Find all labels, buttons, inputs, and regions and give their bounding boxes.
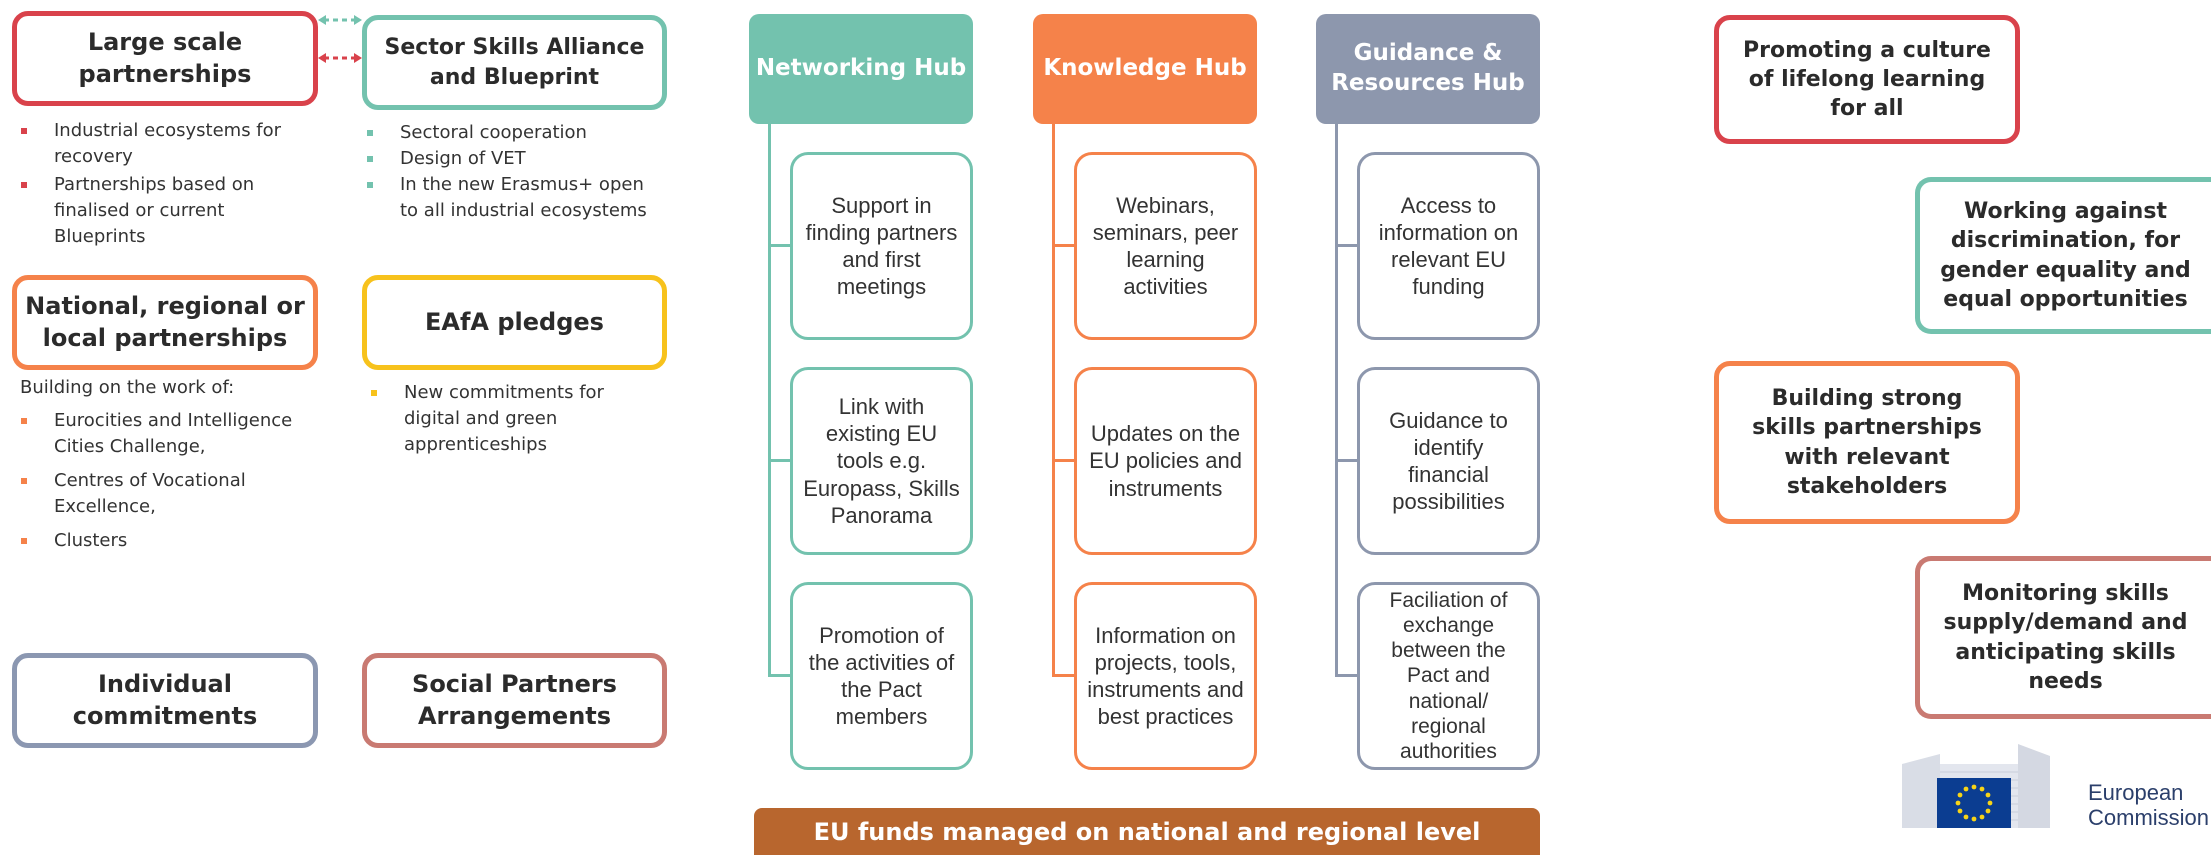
red-dashed-arrow: [318, 53, 362, 63]
large-scale-partnerships-box: Large scale partnerships: [12, 11, 318, 106]
large-scale-partnerships-label: Large scale partnerships: [78, 27, 252, 88]
guidance-hub-item-text: Access to information on relevant EU fun…: [1378, 192, 1519, 300]
knowledge-hub-connector: [1052, 124, 1055, 677]
bullet-item: In the new Erasmus+ open to all industri…: [362, 172, 682, 224]
sector-skills-alliance-label: Sector Skills Alliance and Blueprint: [384, 35, 645, 90]
sector-skills-bullets: Sectoral cooperation Design of VET In th…: [362, 120, 682, 226]
guidance-hub-item: Faciliation of exchange between the Pact…: [1357, 582, 1540, 770]
logo-line-1: European: [2088, 780, 2184, 805]
sector-skills-alliance-box: Sector Skills Alliance and Blueprint: [362, 15, 667, 110]
principle-skills-partnerships: Building strong skills partnerships with…: [1714, 361, 2020, 524]
guidance-hub-item: Guidance to identify financial possibili…: [1357, 367, 1540, 555]
networking-hub-header: Networking Hub: [749, 14, 973, 124]
guidance-hub-item-text: Faciliation of exchange between the Pact…: [1389, 588, 1508, 763]
knowledge-hub-item-text: Updates on the EU policies and instrumen…: [1089, 421, 1242, 501]
link-arrows: [318, 15, 362, 63]
european-commission-logo: European Commission: [1900, 742, 2211, 834]
principle-lifelong-learning: Promoting a culture of lifelong learning…: [1714, 15, 2020, 144]
networking-hub-title: Networking Hub: [755, 55, 967, 82]
knowledge-hub-item-text: Information on projects, tools, instrume…: [1087, 622, 1244, 730]
networking-hub-item: Support in finding partners and first me…: [790, 152, 973, 340]
eu-stars: [1955, 784, 1993, 822]
guidance-hub-title: Guidance & Resources Hub: [1331, 40, 1525, 96]
networking-hub-branch: [768, 674, 792, 677]
knowledge-hub-header: Knowledge Hub: [1033, 14, 1257, 124]
building-on-text: Building on the work of:: [20, 377, 235, 398]
guidance-hub-branch: [1335, 244, 1359, 247]
commission-building-icon: [1902, 744, 2050, 828]
principle-text: Monitoring skills supply/demand and anti…: [1943, 581, 2188, 694]
networking-hub-item-text: Link with existing EU tools e.g. Europas…: [803, 394, 960, 528]
eafa-pledges-box: EAfA pledges: [362, 275, 667, 370]
knowledge-hub-title: Knowledge Hub: [1043, 55, 1247, 82]
social-partners-box: Social Partners Arrangements: [362, 653, 667, 748]
guidance-hub-branch: [1335, 459, 1359, 462]
large-scale-bullets: Industrial ecosystems for recovery Partn…: [16, 118, 316, 252]
principle-text: Promoting a culture of lifelong learning…: [1743, 37, 1991, 122]
knowledge-hub-item: Information on projects, tools, instrume…: [1074, 582, 1257, 770]
bullet-item: Clusters: [16, 528, 316, 554]
principle-text: Building strong skills partnerships with…: [1752, 386, 1982, 499]
national-partnerships-box: National, regional or local partnerships: [12, 275, 318, 370]
bullet-item: Centres of Vocational Excellence,: [16, 468, 316, 520]
national-partnerships-label: National, regional or local partnerships: [25, 291, 305, 352]
logo-line-2: Commission: [2088, 805, 2210, 831]
eafa-pledges-label: EAfA pledges: [425, 307, 604, 336]
networking-hub-item-text: Support in finding partners and first me…: [805, 192, 958, 300]
individual-commitments-box: Individual commitments: [12, 653, 318, 748]
knowledge-hub-item: Updates on the EU policies and instrumen…: [1074, 367, 1257, 555]
guidance-hub-item-text: Guidance to identify financial possibili…: [1389, 407, 1508, 515]
bullet-item: New commitments for digital and green ap…: [366, 380, 666, 458]
guidance-hub-connector: [1335, 124, 1338, 677]
national-bullets: Eurocities and Intelligence Cities Chall…: [16, 408, 316, 556]
networking-hub-item: Link with existing EU tools e.g. Europas…: [790, 367, 973, 555]
networking-hub-branch: [768, 459, 792, 462]
knowledge-hub-item-text: Webinars, seminars, peer learning activi…: [1092, 192, 1239, 300]
knowledge-hub-branch: [1052, 674, 1076, 677]
principle-anti-discrimination: Working against discrimination, for gend…: [1915, 177, 2211, 334]
eu-funds-banner: EU funds managed on national and regiona…: [754, 808, 1540, 855]
social-partners-label: Social Partners Arrangements: [412, 669, 617, 730]
bullet-item: Sectoral cooperation: [362, 120, 682, 146]
networking-hub-item: Promotion of the activities of the Pact …: [790, 582, 973, 770]
individual-commitments-label: Individual commitments: [72, 669, 258, 730]
networking-hub-item-text: Promotion of the activities of the Pact …: [808, 622, 955, 730]
networking-hub-connector: [768, 124, 771, 677]
knowledge-hub-item: Webinars, seminars, peer learning activi…: [1074, 152, 1257, 340]
european-commission-wordmark: European Commission: [2088, 780, 2209, 831]
guidance-hub-header: Guidance & Resources Hub: [1316, 14, 1540, 124]
bullet-item: Industrial ecosystems for recovery: [16, 118, 316, 170]
principle-text: Working against discrimination, for gend…: [1940, 199, 2191, 312]
teal-dashed-arrow: [318, 15, 362, 25]
knowledge-hub-branch: [1052, 244, 1076, 247]
bullet-item: Design of VET: [362, 146, 682, 172]
guidance-hub-item: Access to information on relevant EU fun…: [1357, 152, 1540, 340]
knowledge-hub-branch: [1052, 459, 1076, 462]
networking-hub-branch: [768, 244, 792, 247]
bullet-item: Partnerships based on finalised or curre…: [16, 172, 316, 250]
guidance-hub-branch: [1335, 674, 1359, 677]
principle-monitoring-skills: Monitoring skills supply/demand and anti…: [1915, 556, 2211, 719]
eafa-bullets: New commitments for digital and green ap…: [366, 380, 666, 460]
eu-funds-banner-text: EU funds managed on national and regiona…: [813, 817, 1481, 846]
bullet-item: Eurocities and Intelligence Cities Chall…: [16, 408, 316, 460]
